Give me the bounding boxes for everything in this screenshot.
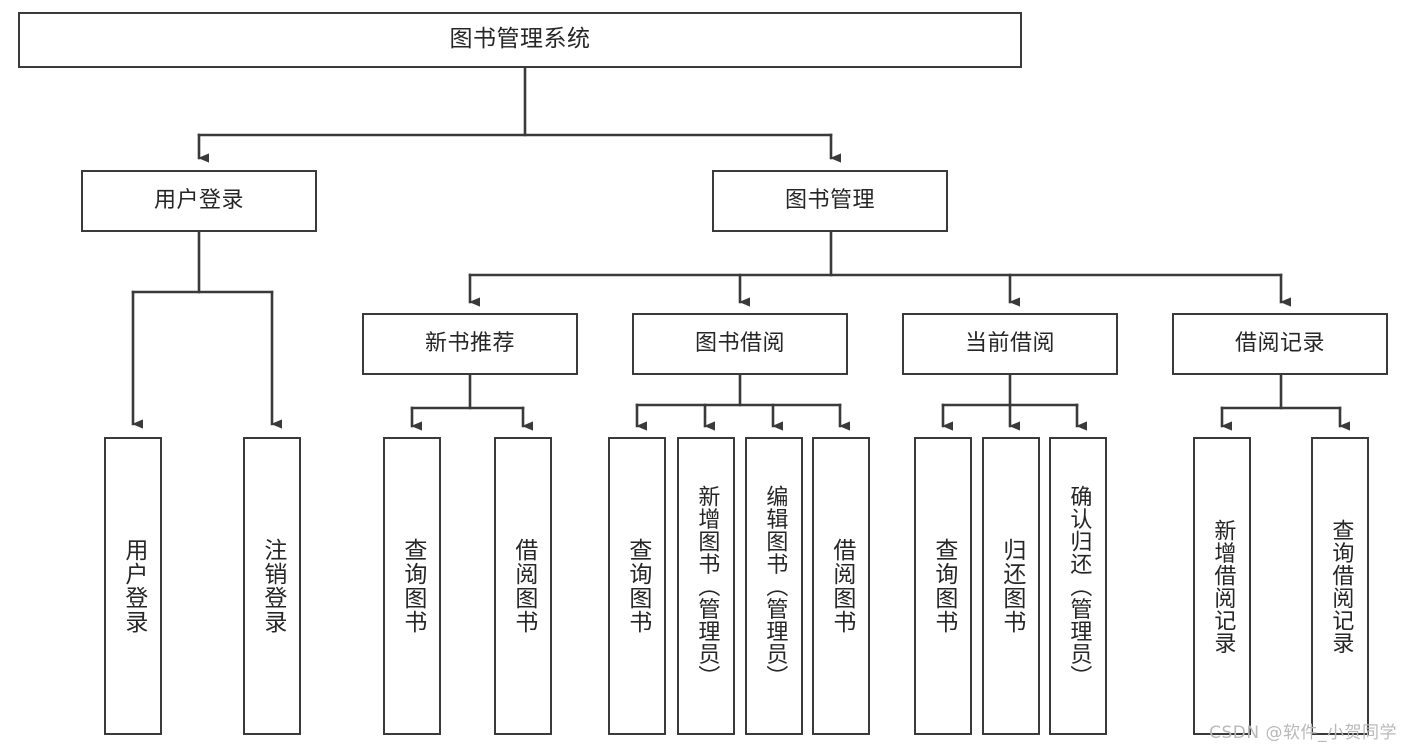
node-borrow-record[interactable]: 借阅记录 bbox=[1172, 313, 1388, 375]
leaf-label: 查询图书 bbox=[399, 538, 426, 634]
leaf-user-login-login[interactable]: 用户登录 bbox=[104, 437, 162, 735]
node-label: 图书管理系统 bbox=[449, 26, 591, 53]
leaf-record-add-record[interactable]: 新增借阅记录 bbox=[1193, 437, 1251, 735]
leaf-label: 注销登录 bbox=[259, 538, 286, 634]
node-new-book-recommend[interactable]: 新书推荐 bbox=[362, 313, 578, 375]
leaf-borrow-borrow-book[interactable]: 借阅图书 bbox=[812, 437, 870, 735]
node-root-system[interactable]: 图书管理系统 bbox=[18, 12, 1022, 68]
node-label: 用户登录 bbox=[153, 187, 244, 213]
node-label: 图书管理 bbox=[784, 187, 875, 213]
node-current-borrow[interactable]: 当前借阅 bbox=[902, 313, 1118, 375]
node-label: 当前借阅 bbox=[964, 330, 1055, 356]
leaf-current-confirm-return-admin[interactable]: 确认归还（管理员） bbox=[1049, 437, 1107, 735]
leaf-label: 查询图书 bbox=[930, 538, 957, 634]
leaf-label: 新增图书（管理员） bbox=[694, 484, 720, 688]
node-label: 新书推荐 bbox=[424, 330, 515, 356]
node-book-management[interactable]: 图书管理 bbox=[712, 170, 948, 232]
leaf-current-query-book[interactable]: 查询图书 bbox=[914, 437, 972, 735]
leaf-new-book-query[interactable]: 查询图书 bbox=[383, 437, 441, 735]
node-label: 图书借阅 bbox=[694, 330, 785, 356]
leaf-label: 编辑图书（管理员） bbox=[762, 484, 788, 688]
leaf-record-query-record[interactable]: 查询借阅记录 bbox=[1311, 437, 1369, 735]
leaf-label: 归还图书 bbox=[998, 538, 1025, 634]
node-user-login[interactable]: 用户登录 bbox=[81, 170, 317, 232]
leaf-label: 查询借阅记录 bbox=[1328, 518, 1354, 654]
leaf-label: 用户登录 bbox=[120, 538, 147, 634]
watermark-text: CSDN @软件_小贺同学 bbox=[1209, 723, 1397, 743]
node-book-borrow[interactable]: 图书借阅 bbox=[632, 313, 848, 375]
leaf-borrow-edit-book-admin[interactable]: 编辑图书（管理员） bbox=[745, 437, 803, 735]
leaf-borrow-query-book[interactable]: 查询图书 bbox=[608, 437, 666, 735]
leaf-current-return-book[interactable]: 归还图书 bbox=[982, 437, 1040, 735]
node-label: 借阅记录 bbox=[1234, 330, 1325, 356]
leaf-borrow-add-book-admin[interactable]: 新增图书（管理员） bbox=[677, 437, 735, 735]
leaf-label: 确认归还（管理员） bbox=[1066, 484, 1092, 688]
leaf-label: 新增借阅记录 bbox=[1210, 518, 1236, 654]
leaf-new-book-borrow[interactable]: 借阅图书 bbox=[494, 437, 552, 735]
leaf-label: 查询图书 bbox=[624, 538, 651, 634]
leaf-user-login-logout[interactable]: 注销登录 bbox=[243, 437, 301, 735]
leaf-label: 借阅图书 bbox=[510, 538, 537, 634]
leaf-label: 借阅图书 bbox=[828, 538, 855, 634]
